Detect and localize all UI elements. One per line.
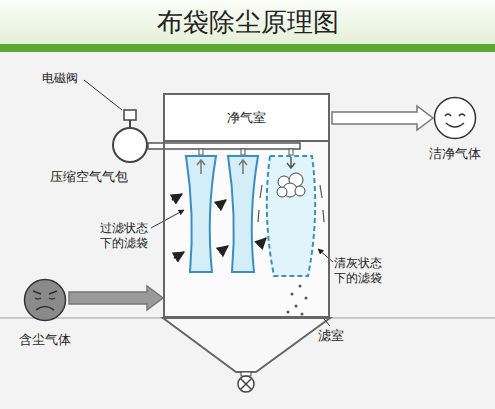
- gas-flow-arrow: [69, 286, 163, 310]
- shaking-marks: [258, 185, 324, 222]
- gas-flow-arrow: [332, 106, 433, 130]
- node-label: 压缩空气气包: [50, 169, 128, 185]
- pulse-jet: [277, 157, 305, 197]
- filter-bags: [186, 156, 315, 276]
- dusty-gas-face: 含尘气体: [23, 278, 67, 322]
- callout-label: 清灰状态下的滤袋: [334, 256, 382, 286]
- callout-label: 电磁阀: [42, 71, 78, 86]
- filter-housing: 滤室净气室: [163, 93, 330, 318]
- housing-fill: [163, 93, 330, 318]
- node-label: 滤室: [318, 328, 344, 344]
- title-strip: [0, 44, 495, 52]
- node-label: 净气室: [227, 110, 266, 126]
- node-label: 洁净气体: [429, 146, 481, 162]
- node-label: 含尘气体: [19, 332, 71, 348]
- clean-flow-arrows: [197, 160, 247, 174]
- nozzles: [199, 149, 293, 155]
- clean-air-chamber: 净气室: [163, 93, 330, 142]
- callout-label: 过滤状态下的滤袋: [100, 221, 148, 251]
- blow-pipe: [148, 143, 300, 149]
- air-tank: 压缩空气气包: [112, 127, 148, 163]
- dust-flow-arrows: [172, 194, 266, 258]
- title: 布袋除尘原理图: [0, 5, 495, 40]
- hopper: [163, 318, 330, 372]
- solenoid-valve: [124, 110, 136, 128]
- falling-dust: [287, 285, 308, 316]
- discharge-valve: [238, 376, 254, 392]
- leader-lines: [84, 80, 333, 326]
- clean-gas-face: 洁净气体: [433, 96, 477, 140]
